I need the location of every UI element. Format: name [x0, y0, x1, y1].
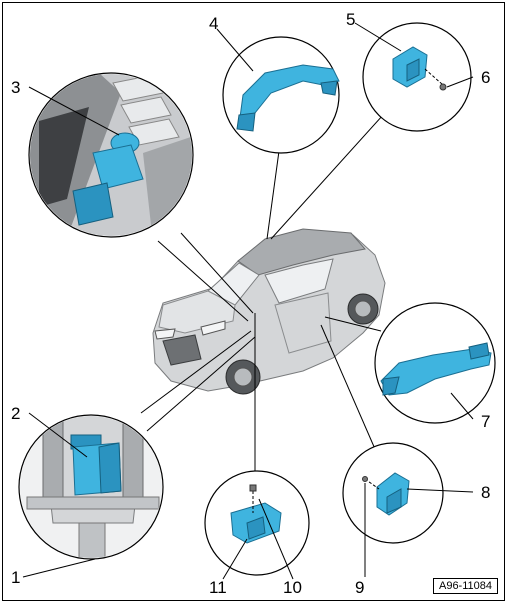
- car-illustration: [152, 228, 386, 395]
- label-9: 9: [355, 578, 364, 597]
- exploded-diagram: 3 4 5 6 2 1 7 8 9 10 11: [11, 10, 496, 597]
- label-11: 11: [209, 578, 227, 597]
- reference-code: A96-11084: [432, 578, 498, 594]
- label-1: 1: [11, 568, 20, 587]
- label-10: 10: [283, 578, 302, 597]
- detail-circle-steering-column: [18, 414, 164, 560]
- label-8: 8: [481, 483, 490, 502]
- detail-circle-console: [28, 72, 194, 238]
- detail-circle-door-handle-rear: [374, 302, 496, 424]
- label-6: 6: [481, 68, 490, 87]
- label-5: 5: [346, 10, 355, 29]
- label-2: 2: [11, 404, 20, 423]
- label-7: 7: [481, 412, 490, 431]
- callout-numbers: 3 4 5 6 2 1 7 8 9 10 11: [11, 10, 490, 597]
- detail-circle-sensor: [342, 442, 444, 544]
- detail-circle-door-handle-front: [222, 36, 340, 154]
- callout-leaders: [22, 22, 474, 580]
- detail-circle-bracket: [204, 470, 310, 576]
- label-4: 4: [209, 14, 218, 33]
- leader-lines: [140, 114, 384, 479]
- label-3: 3: [11, 78, 20, 97]
- detail-circle-lock-module: [362, 22, 472, 132]
